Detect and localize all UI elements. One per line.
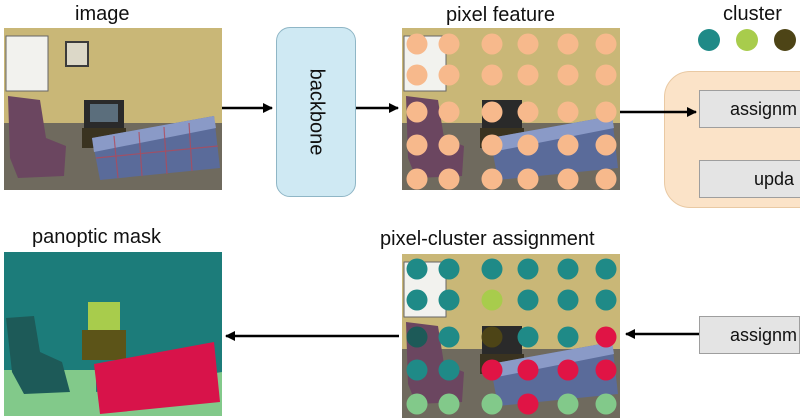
cluster-update-module: assignm upda: [664, 71, 800, 208]
feature-dot: [438, 64, 460, 86]
assignment-dot-teal: [517, 326, 539, 348]
feature-dot: [517, 168, 539, 190]
assignment-dot-teal: [438, 359, 460, 381]
feature-dot: [557, 168, 579, 190]
panoptic-mask: [4, 252, 222, 416]
feature-dot: [517, 134, 539, 156]
panoptic-mask-label: panoptic mask: [32, 226, 161, 248]
feature-dot: [595, 168, 617, 190]
backbone-label: backbone: [305, 68, 328, 156]
cluster-dot-teal: [698, 29, 720, 51]
assignment-dot-red: [517, 359, 539, 381]
assignment-dot-teal: [557, 289, 579, 311]
assignment-dot-teal: [438, 326, 460, 348]
assignment-dot-green: [406, 393, 428, 415]
assignment-dot-green: [557, 393, 579, 415]
assignment-dot-red: [481, 359, 503, 381]
assignment-dots: [406, 258, 617, 415]
cluster-dot-olive: [774, 29, 796, 51]
feature-dot: [517, 64, 539, 86]
feature-dot: [438, 33, 460, 55]
feature-dot: [595, 134, 617, 156]
assignment-dot-green: [481, 393, 503, 415]
assignment-dot-teal: [438, 289, 460, 311]
feature-dot: [557, 64, 579, 86]
feature-dot: [406, 33, 428, 55]
feature-dot: [406, 101, 428, 123]
pixel-cluster-assignment-panel: [402, 254, 620, 418]
feature-dots: [406, 33, 617, 190]
assignment-dot-lightgreen: [481, 289, 503, 311]
feature-dot: [438, 134, 460, 156]
feature-dot: [557, 33, 579, 55]
assignment-dot-teal: [406, 289, 428, 311]
feature-dot: [481, 33, 503, 55]
input-image: [4, 28, 222, 190]
feature-dot: [517, 101, 539, 123]
assignment-dot-olive: [481, 326, 503, 348]
feature-dot: [481, 101, 503, 123]
backbone-block: backbone: [276, 27, 356, 197]
feature-dot: [557, 134, 579, 156]
pixel-feature-panel: [402, 28, 620, 190]
cluster-label: cluster: [723, 3, 782, 25]
pixel-feature-label: pixel feature: [446, 4, 555, 26]
feature-dot: [481, 168, 503, 190]
feature-dot: [481, 64, 503, 86]
assignment-dot-teal: [517, 258, 539, 280]
pixel-cluster-assignment-label: pixel-cluster assignment: [380, 228, 595, 250]
assignment-box: assignm: [699, 90, 800, 128]
feature-dot: [406, 64, 428, 86]
feature-dot: [595, 33, 617, 55]
feature-dot: [595, 64, 617, 86]
assignment-dot-red: [595, 326, 617, 348]
assignment-dot-red: [557, 359, 579, 381]
feature-dot: [517, 33, 539, 55]
assignment-dot-teal: [557, 326, 579, 348]
assignment-dot-teal: [595, 258, 617, 280]
assignment-dot-teal: [406, 258, 428, 280]
feature-dot: [438, 168, 460, 190]
feature-dot: [595, 101, 617, 123]
assignment-dot-teal: [557, 258, 579, 280]
assignment-dot-teal: [406, 359, 428, 381]
update-box: upda: [699, 160, 800, 198]
feature-dot: [406, 134, 428, 156]
assignment-dot-green: [438, 393, 460, 415]
feature-dot: [557, 101, 579, 123]
cluster-dot-lightgreen: [736, 29, 758, 51]
assignment-dot-teal: [481, 258, 503, 280]
feature-dot: [406, 168, 428, 190]
feature-dot: [481, 134, 503, 156]
feature-dot: [438, 101, 460, 123]
assignment-dot-teal: [595, 289, 617, 311]
bottom-assignment-box: assignm: [699, 316, 800, 354]
assignment-dot-red: [595, 359, 617, 381]
assignment-dot-teal: [438, 258, 460, 280]
assignment-dot-chair: [406, 326, 428, 348]
assignment-dot-red: [517, 393, 539, 415]
image-label: image: [75, 3, 130, 25]
assignment-dot-teal: [517, 289, 539, 311]
assignment-dot-green: [595, 393, 617, 415]
